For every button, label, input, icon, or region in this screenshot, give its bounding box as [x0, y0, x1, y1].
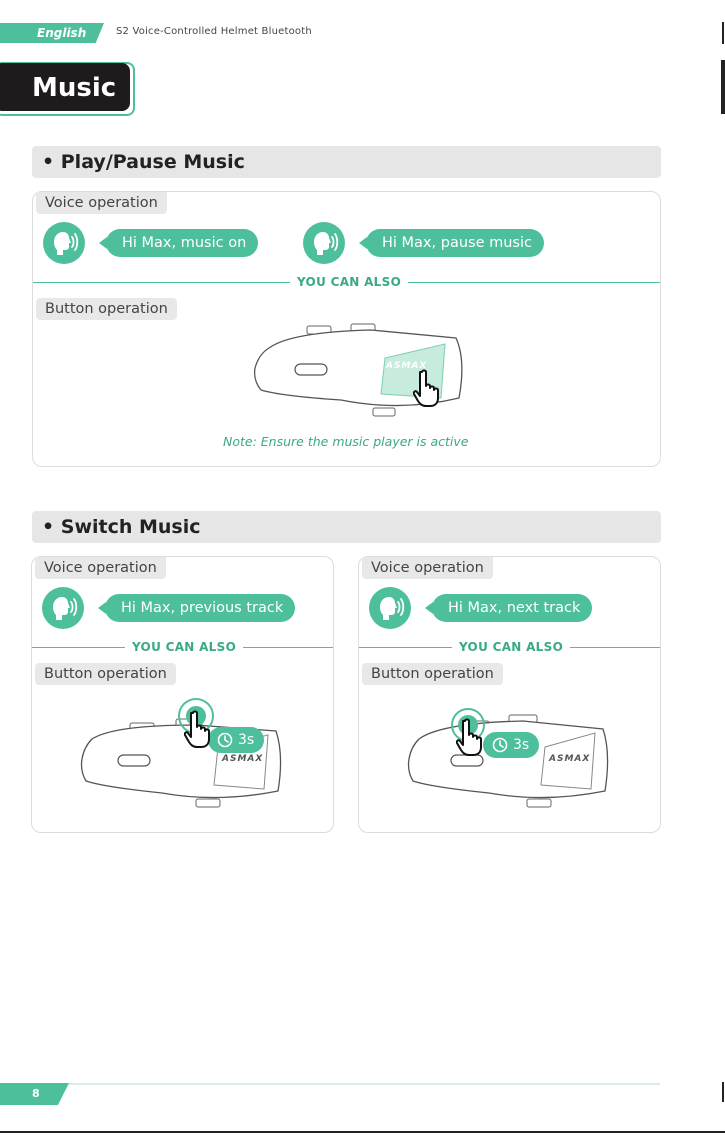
speaking-head-icon [42, 587, 84, 629]
device-brand-logo: ASMAX [386, 361, 428, 371]
you-can-also-label: YOU CAN ALSO [452, 640, 571, 654]
footer-rule [60, 1083, 660, 1085]
voice-operation-label: Voice operation [362, 557, 493, 579]
clock-icon [492, 737, 508, 753]
section-title-switch-music: • Switch Music [32, 511, 661, 543]
edge-mark [722, 1082, 724, 1102]
speaking-head-icon [43, 222, 85, 264]
page-bottom-edge [0, 1131, 725, 1133]
voice-command-bubble: Hi Max, pause music [359, 229, 544, 257]
button-operation-label: Button operation [36, 298, 177, 320]
device-brand-logo: ASMAX [549, 754, 591, 764]
edge-mark [721, 60, 725, 114]
pointing-hand-icon [184, 710, 210, 748]
you-can-also-label: YOU CAN ALSO [125, 640, 244, 654]
next-track-card: Voice operation Hi Max, next track YOU C… [358, 556, 661, 833]
voice-command-bubble: Hi Max, next track [424, 594, 593, 622]
voice-command-bubble: Hi Max, music on [98, 229, 259, 257]
voice-command-bubble: Hi Max, previous track [97, 594, 296, 622]
pointing-hand-icon [413, 369, 439, 407]
section-title-play-pause: • Play/Pause Music [32, 146, 661, 178]
voice-operation-label: Voice operation [36, 192, 167, 214]
pointing-hand-icon [456, 718, 482, 756]
document-title: S2 Voice-Controlled Helmet Bluetooth [116, 26, 312, 37]
play-pause-card: Voice operation Hi Max, music on Hi Max,… [32, 191, 661, 467]
button-operation-label: Button operation [362, 663, 503, 685]
edge-mark [722, 22, 724, 44]
you-can-also-label: YOU CAN ALSO [290, 275, 409, 289]
clock-icon [217, 732, 233, 748]
speaking-head-icon [303, 222, 345, 264]
speaking-head-icon [369, 587, 411, 629]
previous-track-card: Voice operation Hi Max, previous track Y… [31, 556, 334, 833]
page-title: Music [0, 63, 130, 111]
hold-time-text: 3s [513, 737, 530, 753]
hold-time-text: 3s [238, 732, 255, 748]
language-tab: English [0, 23, 104, 43]
voice-operation-label: Voice operation [35, 557, 166, 579]
hold-time-pill: 3s [208, 727, 265, 753]
hold-time-pill: 3s [483, 732, 540, 758]
device-brand-logo: ASMAX [222, 754, 264, 764]
note-text: Note: Ensure the music player is active [223, 434, 469, 449]
page-number: 8 [0, 1083, 69, 1105]
button-operation-label: Button operation [35, 663, 176, 685]
